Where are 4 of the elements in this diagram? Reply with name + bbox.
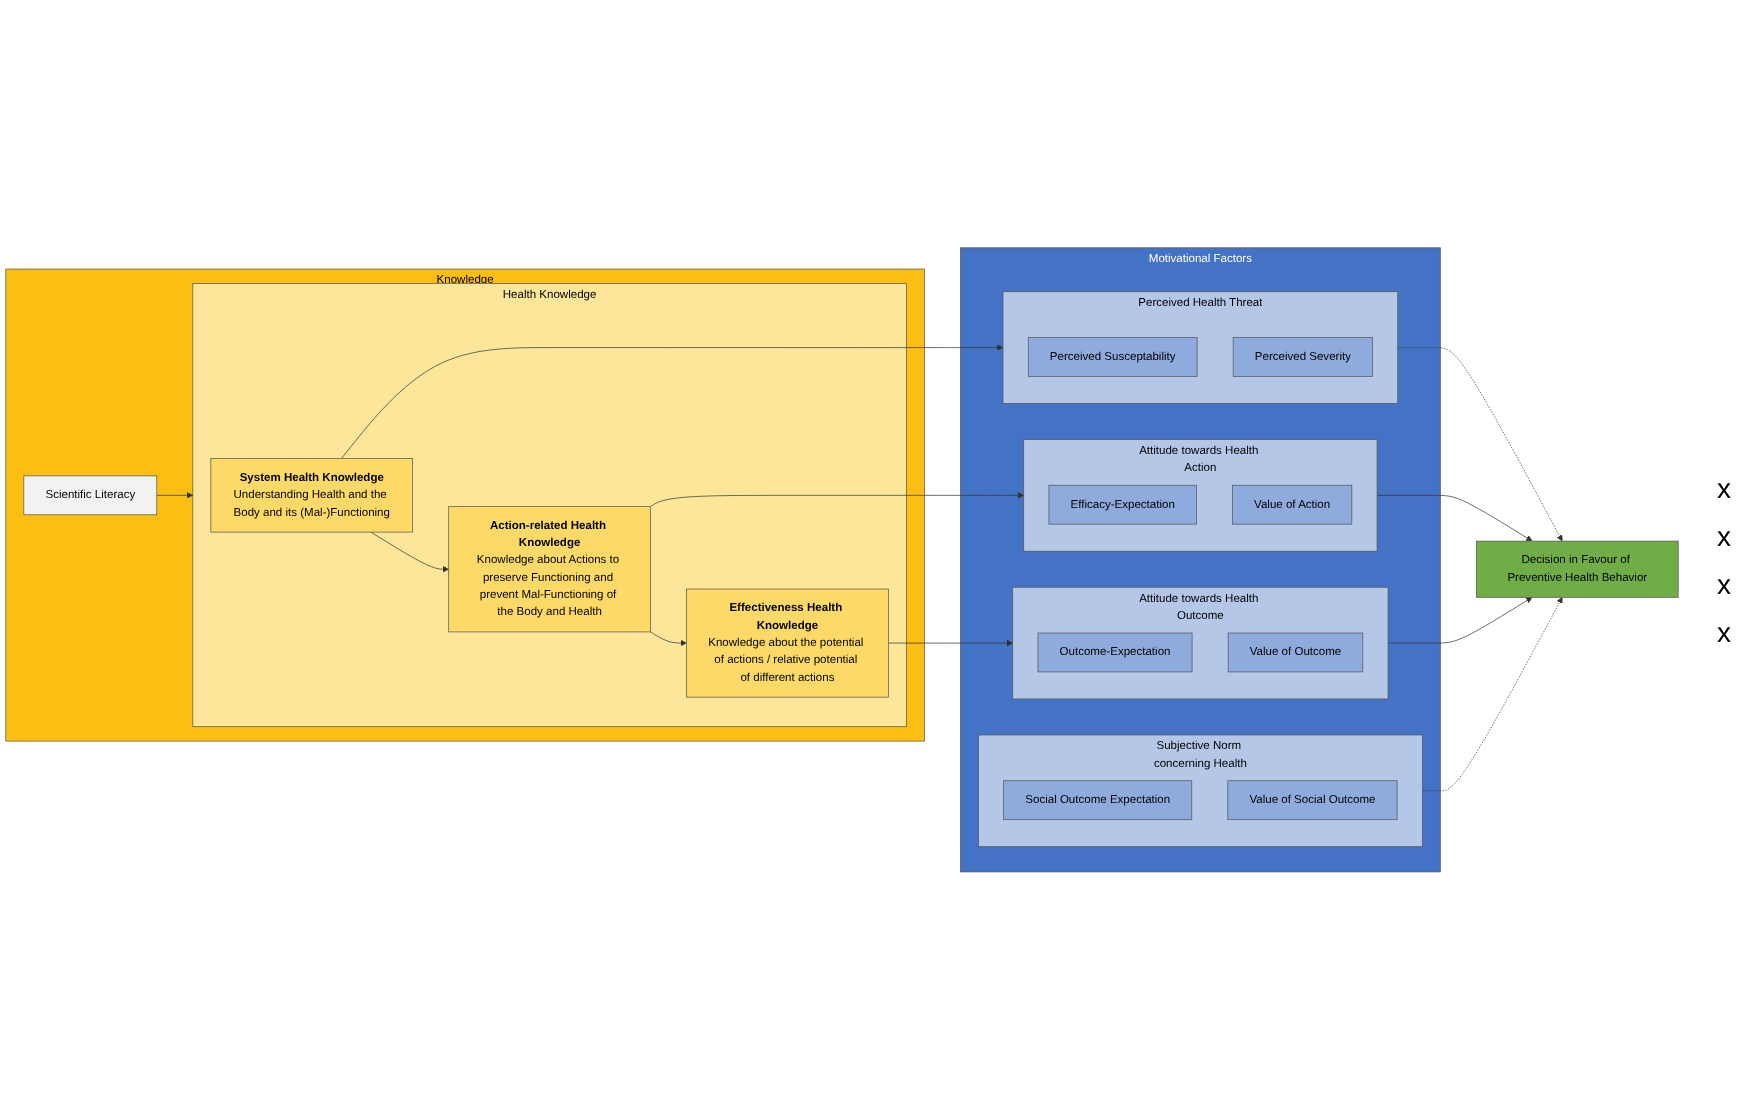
multiplication-sign: x — [1717, 615, 1731, 647]
multiplication-sign: x — [1717, 567, 1731, 599]
multiplication-sign: x — [1717, 519, 1731, 551]
multiplication-sign: x — [1717, 471, 1731, 503]
